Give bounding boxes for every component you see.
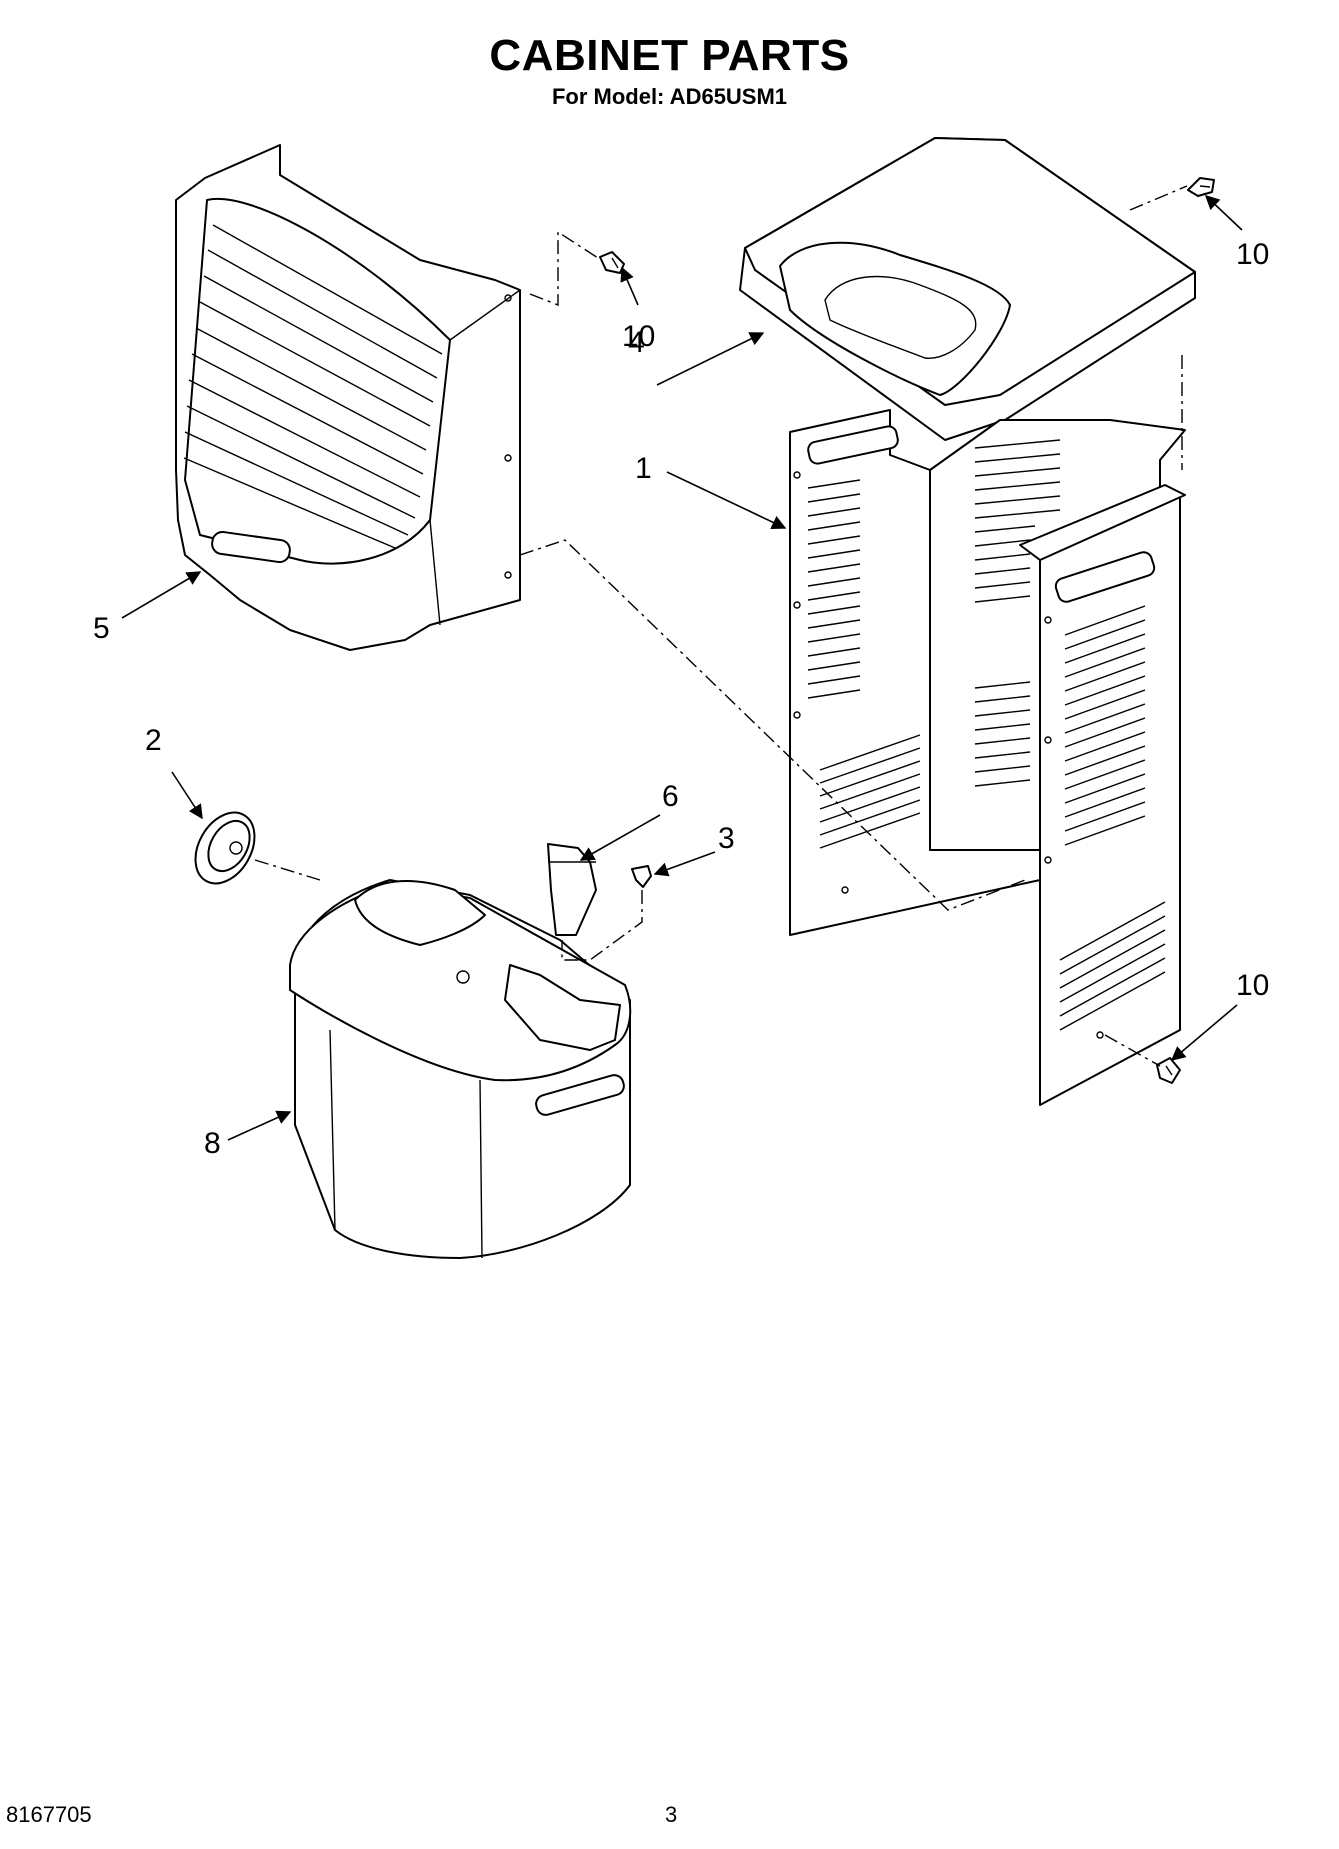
water-bucket (289, 879, 632, 1259)
callout-4: 4 (628, 326, 645, 359)
callout-5: 5 (93, 612, 110, 645)
leader-3 (653, 851, 716, 877)
page-title: CABINET PARTS (489, 31, 850, 80)
small-fastener (631, 865, 652, 888)
callout-8: 8 (204, 1127, 221, 1160)
cabinet-wrapper (789, 409, 1186, 1106)
callout-1: 1 (635, 452, 652, 485)
callout-10-bottom-right: 10 (1236, 969, 1269, 1002)
page-number: 3 (665, 1802, 678, 1827)
alignment-lines (254, 185, 1188, 1067)
leader-10-top-left (620, 266, 639, 306)
callout-labels: 4 1 5 2 6 3 8 10 10 10 (93, 238, 1269, 1160)
leader-2 (171, 771, 203, 820)
drain-plug (194, 811, 256, 885)
screw-top-right (1187, 177, 1215, 197)
screw-bottom-right (1156, 1057, 1181, 1084)
leader-6 (579, 814, 661, 861)
leader-5 (121, 571, 202, 619)
callout-leaders (121, 195, 1243, 1141)
model-subtitle: For Model: AD65USM1 (551, 84, 788, 109)
callout-10-top-right: 10 (1236, 238, 1269, 271)
callout-2: 2 (145, 724, 162, 757)
screw-top-left (599, 251, 625, 274)
front-grille-panel (175, 144, 521, 651)
leader-10-top-right (1204, 195, 1243, 231)
document-number: 8167705 (6, 1802, 92, 1827)
top-cover (739, 137, 1196, 441)
leader-4 (656, 332, 765, 386)
callout-6: 6 (662, 780, 679, 813)
callout-3: 3 (718, 822, 735, 855)
leader-8 (227, 1110, 292, 1141)
leader-1 (666, 471, 787, 529)
float (547, 843, 597, 936)
leader-10-bottom-right (1170, 1004, 1238, 1061)
callout-10-top-left: 10 (622, 320, 655, 353)
